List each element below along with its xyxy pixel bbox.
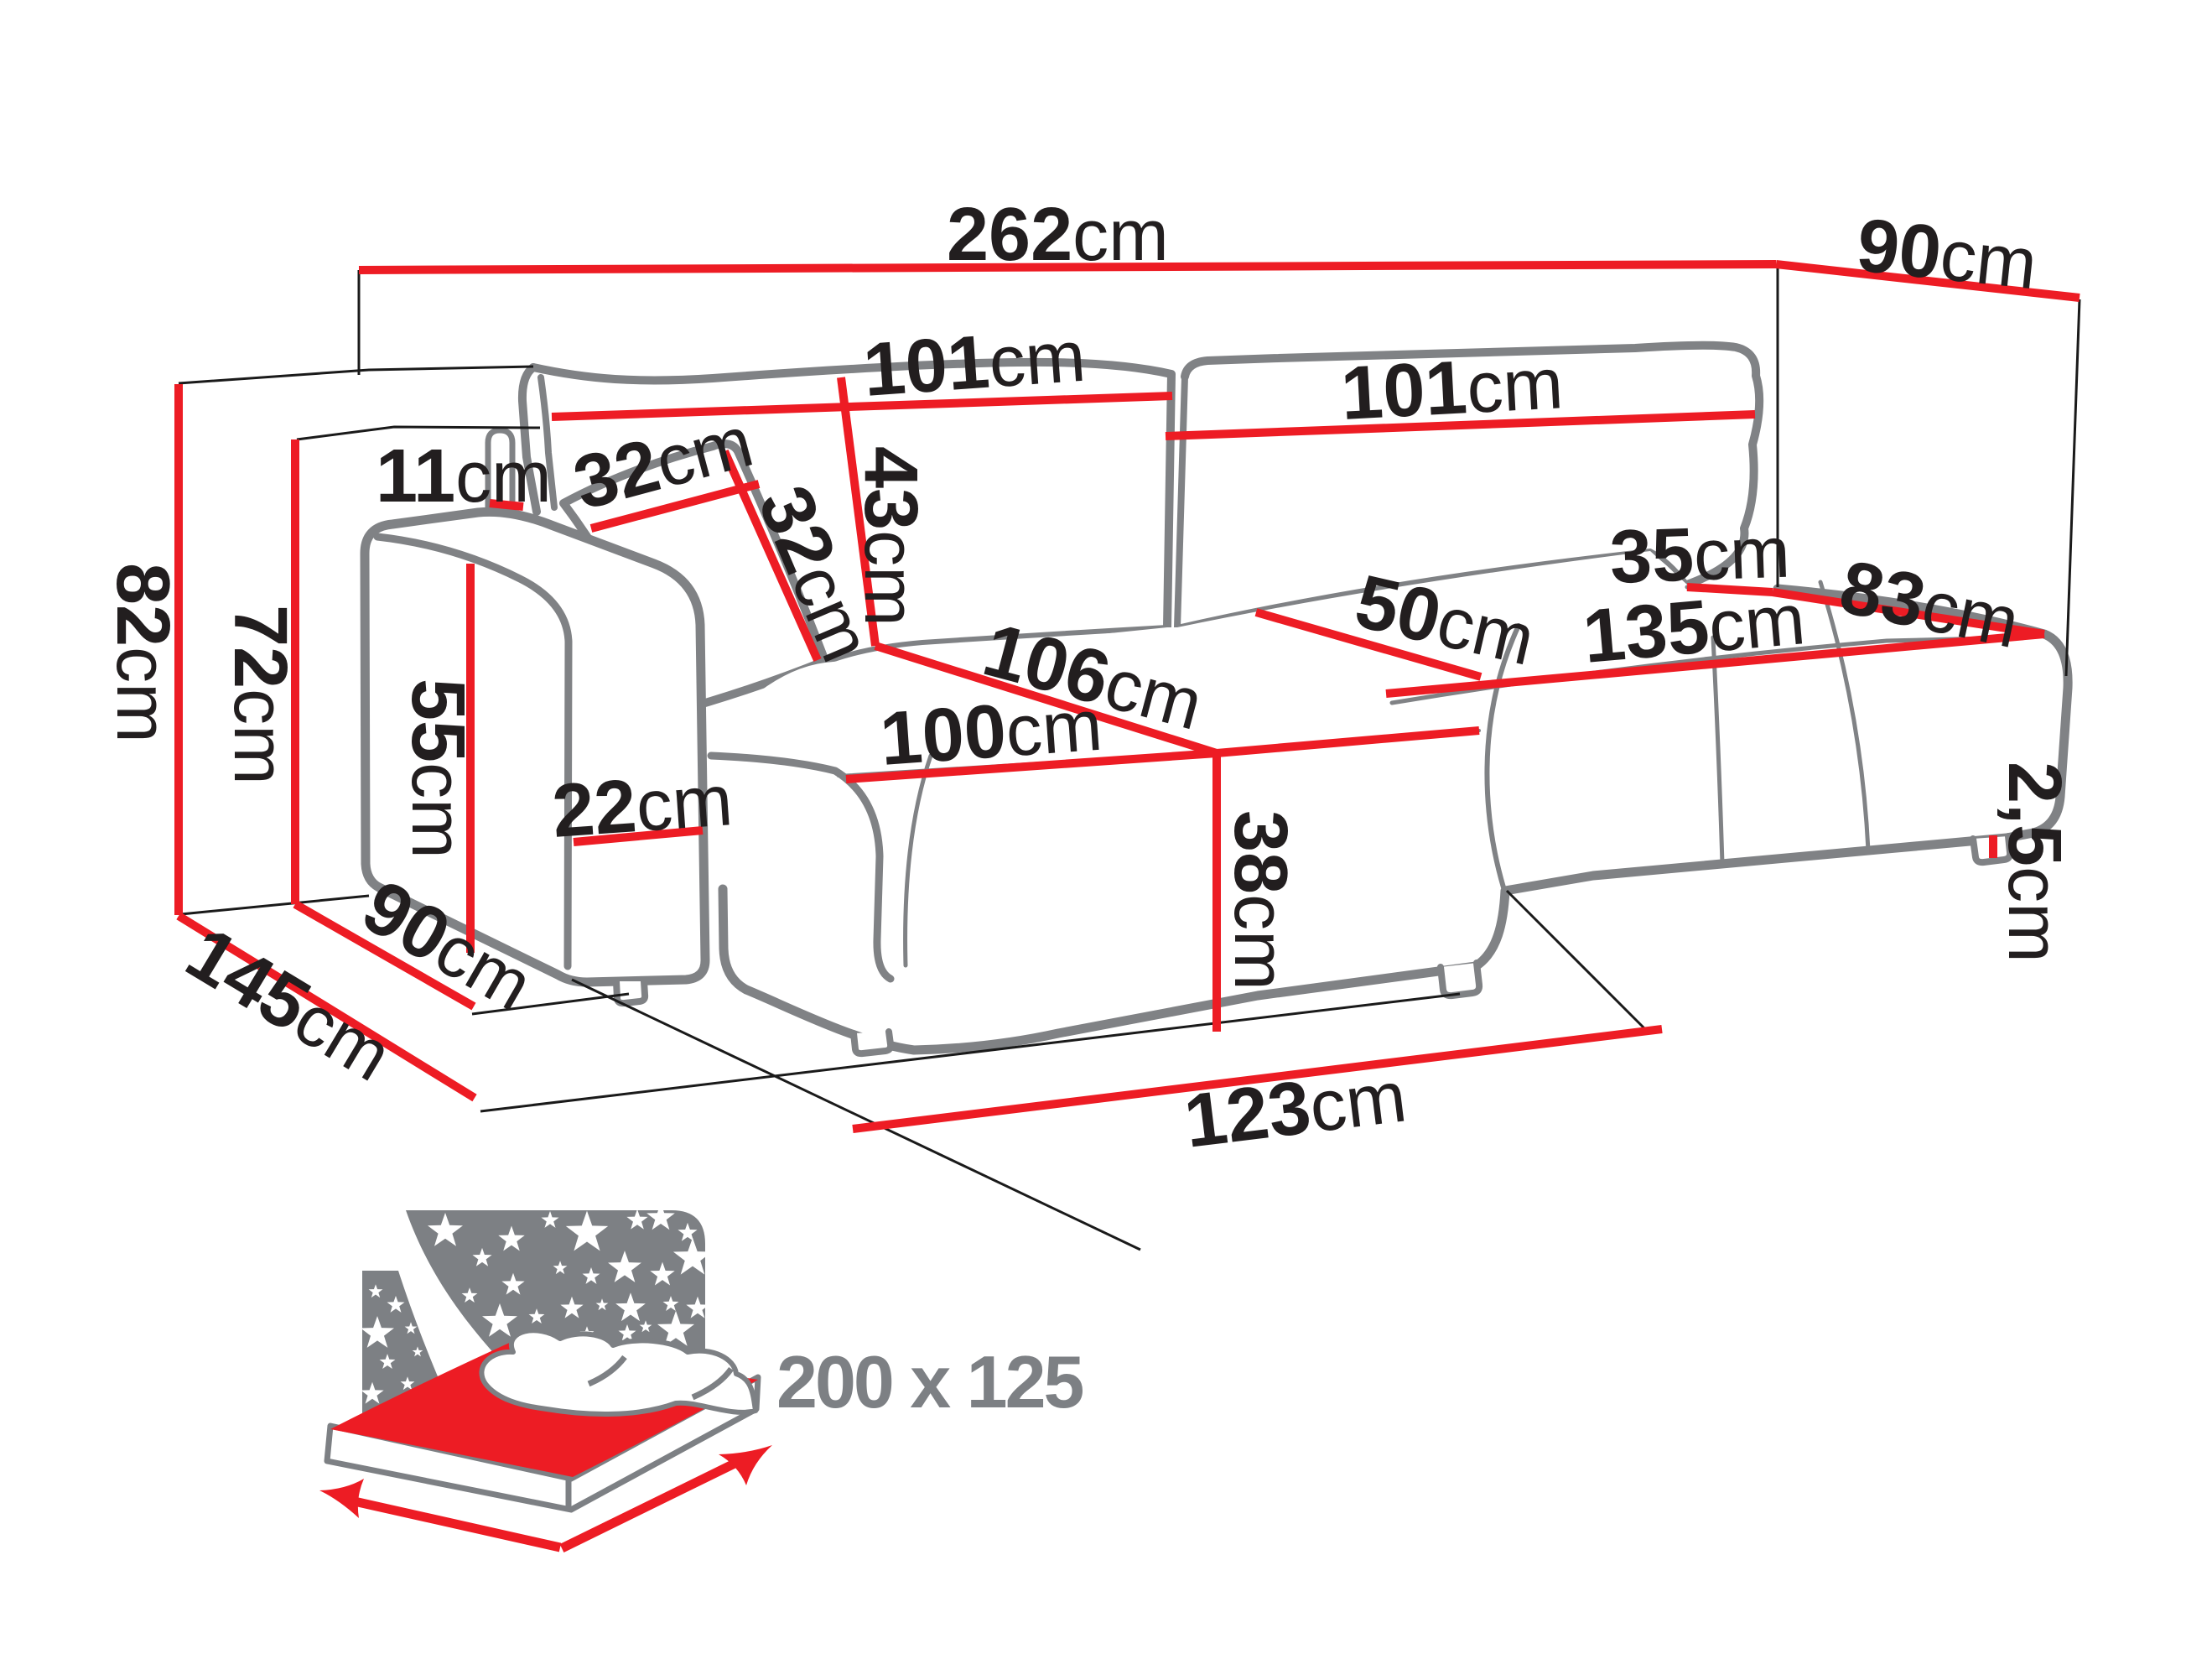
svg-text:82cm: 82cm [101,563,184,743]
svg-text:55cm: 55cm [396,679,480,859]
svg-text:11cm: 11cm [376,434,552,518]
svg-text:135cm: 135cm [1580,576,1809,679]
svg-text:72cm: 72cm [218,605,302,785]
svg-text:83cm: 83cm [1833,545,2027,664]
svg-text:35cm: 35cm [1608,510,1791,600]
svg-text:101cm: 101cm [860,314,1088,413]
svg-text:200 x 125: 200 x 125 [776,1340,1083,1423]
svg-text:90cm: 90cm [1853,203,2041,305]
svg-text:100cm: 100cm [877,683,1104,782]
svg-text:2,5cm: 2,5cm [1992,762,2076,963]
svg-text:123cm: 123cm [1180,1053,1410,1164]
svg-text:262cm: 262cm [947,193,1169,277]
svg-text:38cm: 38cm [1218,810,1302,991]
svg-text:22cm: 22cm [549,757,735,854]
svg-text:43cm: 43cm [849,446,932,627]
svg-text:101cm: 101cm [1339,341,1566,436]
svg-text:50cm: 50cm [1348,559,1543,682]
